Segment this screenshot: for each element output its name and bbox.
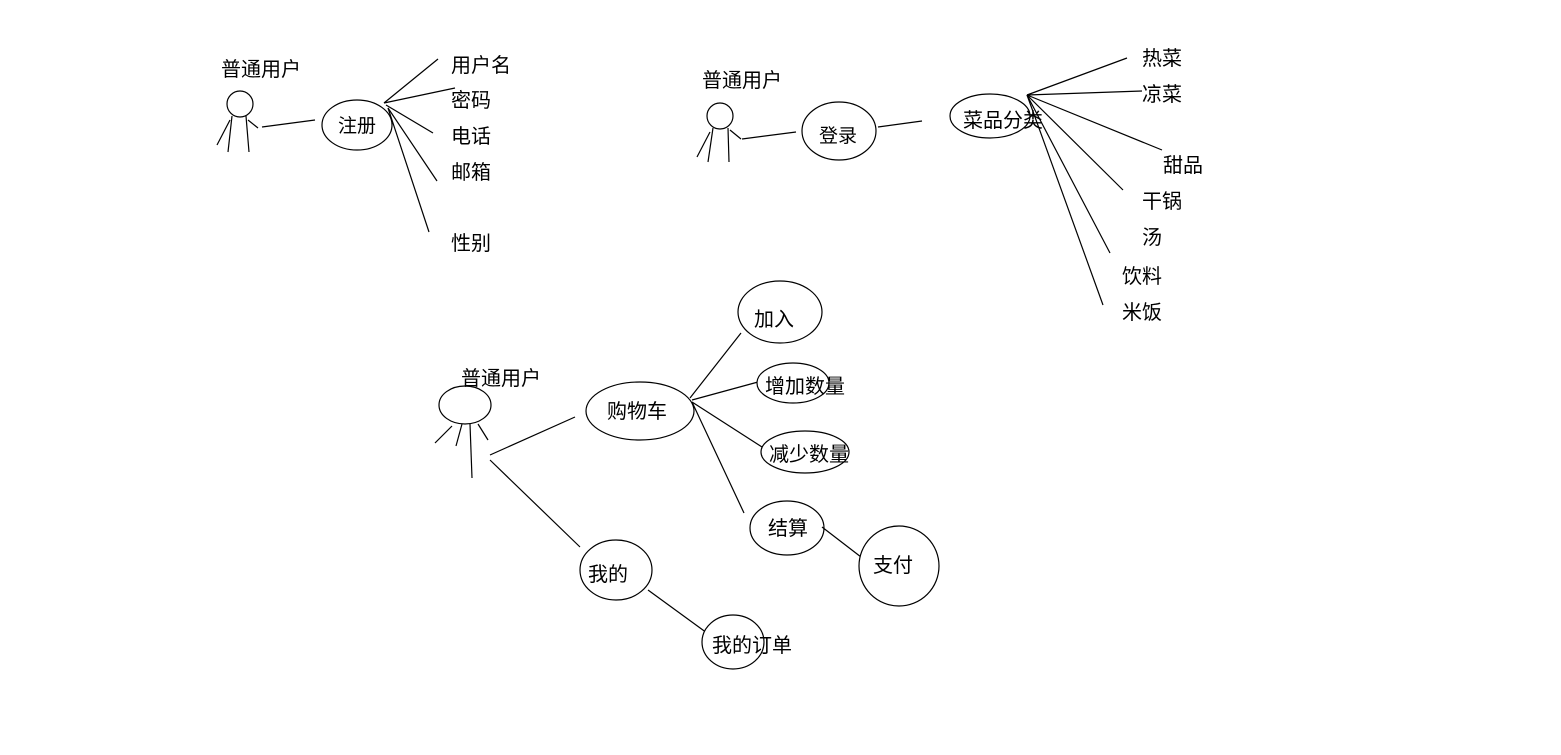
cart-action-checkout-label: 结算: [768, 516, 808, 540]
cart-action-add-label: 加入: [754, 307, 794, 331]
register-actor-label: 普通用户: [221, 57, 301, 81]
pay-usecase-label: 支付: [873, 553, 913, 577]
login-actor-connector: [741, 131, 797, 140]
category-usecase-label: 菜品分类: [963, 108, 1043, 132]
cart-action-lines: [689, 332, 763, 514]
cart-action-increase: 增加数量: [756, 362, 845, 404]
attribute-phone-label: 电话: [451, 124, 491, 148]
category-hot-dishes-label: 热菜: [1142, 46, 1182, 70]
login-category-connector: [877, 120, 923, 128]
mine-usecase: 我的: [579, 539, 653, 601]
attribute-username-label: 用户名: [451, 53, 511, 77]
register-usecase-label: 注册: [338, 115, 376, 137]
cart-usecase-label: 购物车: [607, 399, 667, 423]
category-usecase: [949, 93, 1031, 139]
attribute-email-label: 邮箱: [451, 160, 491, 184]
register-attribute-lines: [383, 58, 456, 233]
cart-usecase: 购物车: [585, 381, 695, 441]
orders-usecase: 我的订单: [701, 614, 792, 670]
cart-action-increase-label: 增加数量: [765, 374, 845, 398]
register-actor-stick-figure: [216, 90, 259, 153]
cart-actor-label: 普通用户: [461, 366, 541, 390]
cart-action-decrease: 减少数量: [760, 430, 850, 474]
login-actor-label: 普通用户: [702, 68, 782, 92]
orders-usecase-label: 我的订单: [712, 633, 792, 657]
pay-usecase: 支付: [858, 525, 940, 607]
actor-mine-connector: [489, 459, 581, 548]
category-lines: [1026, 57, 1163, 306]
login-usecase-label: 登录: [819, 125, 857, 147]
cart-actor-stick-figure: [434, 385, 492, 479]
attribute-gender-label: 性别: [451, 231, 491, 255]
cart-action-add: 加入: [737, 280, 823, 344]
mine-usecase-label: 我的: [588, 562, 628, 586]
register-actor-connector: [261, 119, 316, 128]
login-group: 普通用户 登录 菜品分类 热菜 凉菜 甜品 干锅 汤: [696, 46, 1203, 324]
cart-action-checkout: 结算: [749, 500, 825, 556]
login-actor-stick-figure: [696, 102, 742, 163]
checkout-pay-connector: [821, 526, 862, 558]
category-dry-pot-label: 干锅: [1142, 189, 1182, 213]
cart-group: 普通用户 购物车 加入 增加数量: [434, 280, 940, 670]
mine-orders-connector: [647, 589, 708, 634]
login-usecase: 登录: [801, 101, 877, 161]
cart-action-decrease-label: 减少数量: [769, 442, 849, 466]
register-usecase: 注册: [321, 99, 393, 151]
category-cold-dishes-label: 凉菜: [1142, 82, 1182, 106]
category-soup-label: 汤: [1142, 225, 1162, 249]
category-rice-label: 米饭: [1122, 300, 1162, 324]
category-desserts-label: 甜品: [1163, 153, 1203, 177]
actor-cart-connector: [489, 416, 576, 456]
category-drinks-label: 饮料: [1122, 264, 1162, 288]
register-group: 普通用户 注册 用户名 密码 电话 邮箱 性别: [216, 53, 511, 255]
attribute-password-label: 密码: [451, 88, 491, 112]
